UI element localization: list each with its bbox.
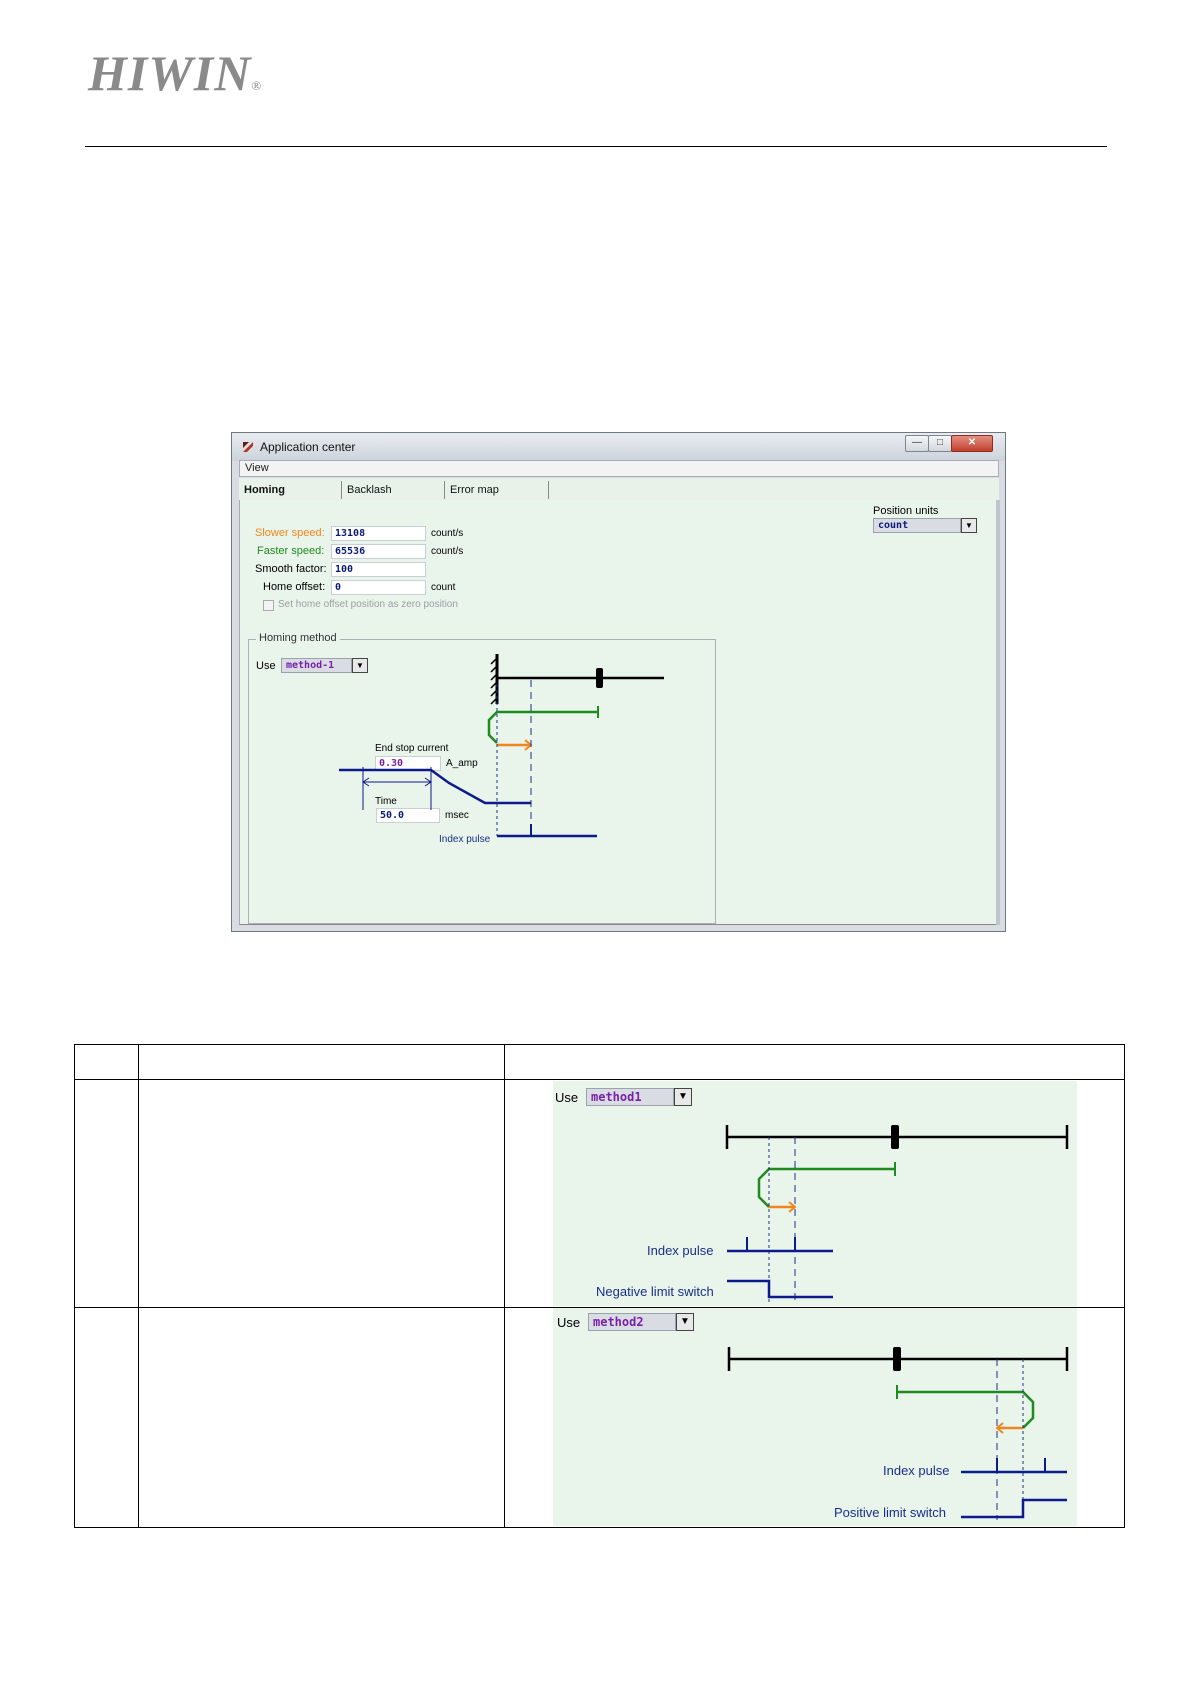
method1-diagram: Use method1 ▼ Index pulse Negative limit… bbox=[553, 1081, 1077, 1306]
method1-signal-plot bbox=[725, 1125, 1069, 1303]
tab-strip: Homing Backlash Error map bbox=[239, 478, 999, 500]
header-row-divider bbox=[75, 1079, 1124, 1080]
method2-signal-plot bbox=[727, 1347, 1069, 1520]
faster-speed-label: Faster speed: bbox=[257, 545, 325, 557]
method2-select[interactable]: method2 bbox=[588, 1313, 676, 1331]
header-rule bbox=[85, 146, 1107, 147]
hard-stop-icon bbox=[490, 654, 499, 705]
vertical-scrollbar[interactable] bbox=[996, 500, 1000, 925]
negative-limit-switch-label: Negative limit switch bbox=[596, 1284, 714, 1299]
column-divider bbox=[504, 1045, 505, 1527]
zero-position-checkbox-label: Set home offset position as zero positio… bbox=[278, 599, 458, 610]
window-title: Application center bbox=[260, 440, 356, 454]
slower-speed-input[interactable]: 13108 bbox=[331, 526, 426, 541]
table-header-row bbox=[75, 1045, 1124, 1079]
index-pulse-label: Index pulse bbox=[883, 1463, 950, 1478]
registered-mark: ® bbox=[251, 78, 263, 93]
home-offset-input[interactable]: 0 bbox=[331, 580, 426, 595]
tab-homing[interactable]: Homing bbox=[244, 484, 285, 496]
smooth-factor-input[interactable]: 100 bbox=[331, 562, 426, 577]
dropdown-arrow-icon[interactable]: ▼ bbox=[352, 658, 368, 673]
method-select[interactable]: method-1 bbox=[281, 658, 352, 673]
menu-bar: View bbox=[239, 460, 999, 477]
use-label: Use bbox=[555, 1090, 579, 1105]
maximize-button[interactable]: □ bbox=[928, 435, 952, 452]
faster-speed-input[interactable]: 65536 bbox=[331, 544, 426, 559]
home-offset-unit: count bbox=[431, 582, 456, 593]
tab-backlash[interactable]: Backlash bbox=[341, 481, 445, 499]
use-label: Use bbox=[256, 660, 276, 672]
fast-move-path bbox=[487, 710, 598, 744]
logo-text: HIWIN bbox=[88, 45, 252, 101]
index-pulse-label: Index pulse bbox=[647, 1243, 714, 1258]
dropdown-arrow-icon[interactable]: ▼ bbox=[961, 518, 977, 533]
minimize-button[interactable]: — bbox=[905, 435, 929, 452]
homing-panel: Position units count ▼ Slower speed: 131… bbox=[239, 500, 996, 925]
position-units-label: Position units bbox=[873, 505, 939, 517]
end-stop-current-unit: A_amp bbox=[446, 758, 478, 769]
use-label: Use bbox=[557, 1315, 581, 1330]
close-button[interactable]: ✕ bbox=[951, 435, 993, 452]
time-unit: msec bbox=[445, 810, 469, 821]
end-stop-current-label: End stop current bbox=[375, 743, 449, 754]
faster-speed-unit: count/s bbox=[431, 546, 464, 557]
home-offset-label: Home offset: bbox=[263, 581, 326, 593]
time-label: Time bbox=[375, 796, 397, 807]
hiwin-logo: HIWIN® bbox=[88, 44, 262, 102]
current-profile bbox=[339, 768, 531, 805]
app-icon bbox=[243, 442, 253, 452]
dropdown-arrow-icon[interactable]: ▼ bbox=[674, 1088, 692, 1106]
homing-method-group: Homing method Use method-1 ▼ End stop cu… bbox=[248, 632, 716, 924]
dropdown-arrow-icon[interactable]: ▼ bbox=[676, 1313, 694, 1331]
time-input[interactable]: 50.0 bbox=[376, 808, 440, 823]
application-window: Application center — □ ✕ View Homing Bac… bbox=[231, 432, 1006, 932]
row-divider bbox=[75, 1307, 1124, 1308]
position-units-select[interactable]: count bbox=[873, 518, 961, 533]
menu-item-view[interactable]: View bbox=[245, 462, 269, 474]
index-pulse-label: Index pulse bbox=[439, 834, 491, 845]
slower-speed-unit: count/s bbox=[431, 528, 464, 539]
homing-method-legend: Homing method bbox=[256, 632, 340, 644]
method1-select[interactable]: method1 bbox=[586, 1088, 674, 1106]
homing-method-diagram bbox=[339, 654, 664, 838]
title-bar: Application center — □ ✕ bbox=[232, 433, 1005, 461]
positive-limit-switch-label: Positive limit switch bbox=[834, 1505, 946, 1520]
slower-speed-label: Slower speed: bbox=[255, 527, 325, 539]
column-divider bbox=[138, 1045, 139, 1527]
checkbox-icon[interactable] bbox=[263, 600, 274, 611]
smooth-factor-label: Smooth factor: bbox=[255, 563, 327, 575]
tab-error-map[interactable]: Error map bbox=[445, 481, 549, 499]
home-position-marker bbox=[596, 668, 603, 688]
method2-diagram: Use method2 ▼ Index pulse Positive limit… bbox=[553, 1308, 1077, 1526]
homing-methods-table: Use method1 ▼ Index pulse Negative limit… bbox=[74, 1044, 1125, 1528]
